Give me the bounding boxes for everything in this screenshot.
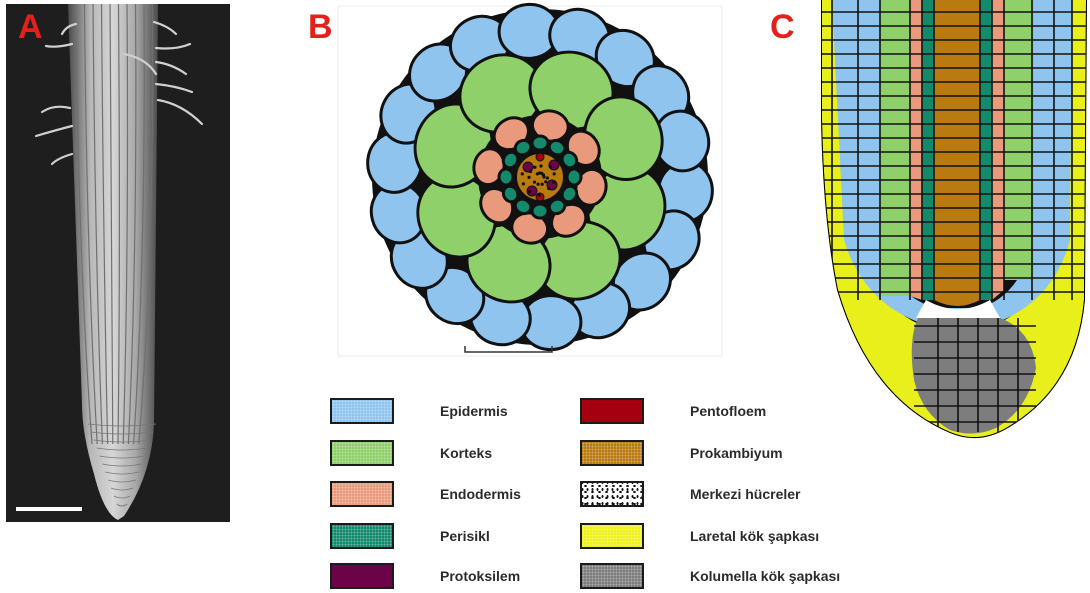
panel-label-b: B bbox=[308, 8, 333, 47]
central-cell-dot bbox=[537, 183, 540, 186]
central-cell-dot bbox=[533, 181, 536, 184]
root-sem-micrograph bbox=[6, 4, 230, 522]
central-cell-dot bbox=[546, 176, 549, 179]
legend-swatch-prokambiyum bbox=[580, 440, 644, 466]
protoxylem-cell bbox=[549, 160, 559, 170]
central-cell-dot bbox=[521, 172, 524, 175]
cortex-region-left bbox=[880, 0, 910, 296]
legend-label-laretal-kok-sapkasi: Laretal kök şapkası bbox=[690, 528, 819, 544]
legend-item-kolumella-kok-sapkasi: Kolumella kök şapkası bbox=[580, 563, 880, 593]
legend-item-prokambiyum: Prokambiyum bbox=[580, 440, 880, 470]
panel-label-a: A bbox=[18, 8, 43, 47]
endodermis-region-left bbox=[910, 0, 922, 300]
legend-label-merkezi-hucreler: Merkezi hücreler bbox=[690, 486, 801, 502]
central-cell-dot bbox=[533, 166, 536, 169]
pericycle-cell bbox=[532, 204, 548, 218]
legend-swatch-endodermis bbox=[330, 481, 394, 507]
pericycle-region-left bbox=[922, 0, 934, 300]
central-cell-dot bbox=[536, 172, 539, 175]
legend-label-epidermis: Epidermis bbox=[440, 403, 508, 419]
pericycle-cell bbox=[499, 169, 513, 185]
scale-bar bbox=[16, 507, 82, 511]
legend-item-merkezi-hucreler: Merkezi hücreler bbox=[580, 481, 880, 511]
legend-label-endodermis: Endodermis bbox=[440, 486, 521, 502]
legend-swatch-kolumella-kok-sapkasi bbox=[580, 563, 644, 589]
central-cell-dot bbox=[547, 187, 550, 190]
central-cell-dot bbox=[552, 180, 555, 183]
central-cell-dot bbox=[527, 176, 530, 179]
endodermis-region-right bbox=[992, 0, 1004, 300]
legend-swatch-merkezi-hucreler bbox=[580, 481, 644, 507]
root-cross-section-diagram bbox=[330, 0, 730, 362]
tissue-legend: Epidermis Korteks Endodermis Perisikl Pr… bbox=[240, 385, 880, 585]
central-cell-dot bbox=[541, 183, 544, 186]
legend-swatch-pentofloem bbox=[580, 398, 644, 424]
legend-swatch-korteks bbox=[330, 440, 394, 466]
central-cell-dot bbox=[553, 172, 556, 175]
legend-swatch-epidermis bbox=[330, 398, 394, 424]
central-cell-dot bbox=[549, 165, 552, 168]
legend-label-prokambiyum: Prokambiyum bbox=[690, 445, 783, 461]
central-cell-dot bbox=[522, 182, 525, 185]
cortex-region-right bbox=[1004, 0, 1034, 280]
legend-item-pentofloem: Pentofloem bbox=[580, 398, 880, 428]
pericycle-cell bbox=[567, 169, 581, 185]
legend-item-laretal-kok-sapkasi: Laretal kök şapkası bbox=[580, 523, 880, 553]
legend-label-korteks: Korteks bbox=[440, 445, 492, 461]
protophloem-cell bbox=[536, 153, 544, 161]
legend-label-kolumella-kok-sapkasi: Kolumella kök şapkası bbox=[690, 568, 840, 584]
legend-label-perisikl: Perisikl bbox=[440, 528, 490, 544]
central-cell-dot bbox=[538, 193, 541, 196]
central-cell-dot bbox=[528, 190, 531, 193]
central-cell-dot bbox=[544, 180, 547, 183]
legend-swatch-protoksilem bbox=[330, 563, 394, 589]
legend-swatch-perisikl bbox=[330, 523, 394, 549]
legend-label-pentofloem: Pentofloem bbox=[690, 403, 766, 419]
central-cell-dot bbox=[539, 164, 542, 167]
legend-label-protoksilem: Protoksilem bbox=[440, 568, 520, 584]
root-tip-longitudinal-diagram bbox=[818, 0, 1090, 444]
procambium-region bbox=[934, 0, 980, 306]
legend-swatch-laretal-kok-sapkasi bbox=[580, 523, 644, 549]
central-cell-dot bbox=[529, 170, 532, 173]
panel-label-c: C bbox=[770, 8, 795, 47]
pericycle-region-right bbox=[980, 0, 992, 300]
pericycle-cell bbox=[532, 136, 548, 150]
